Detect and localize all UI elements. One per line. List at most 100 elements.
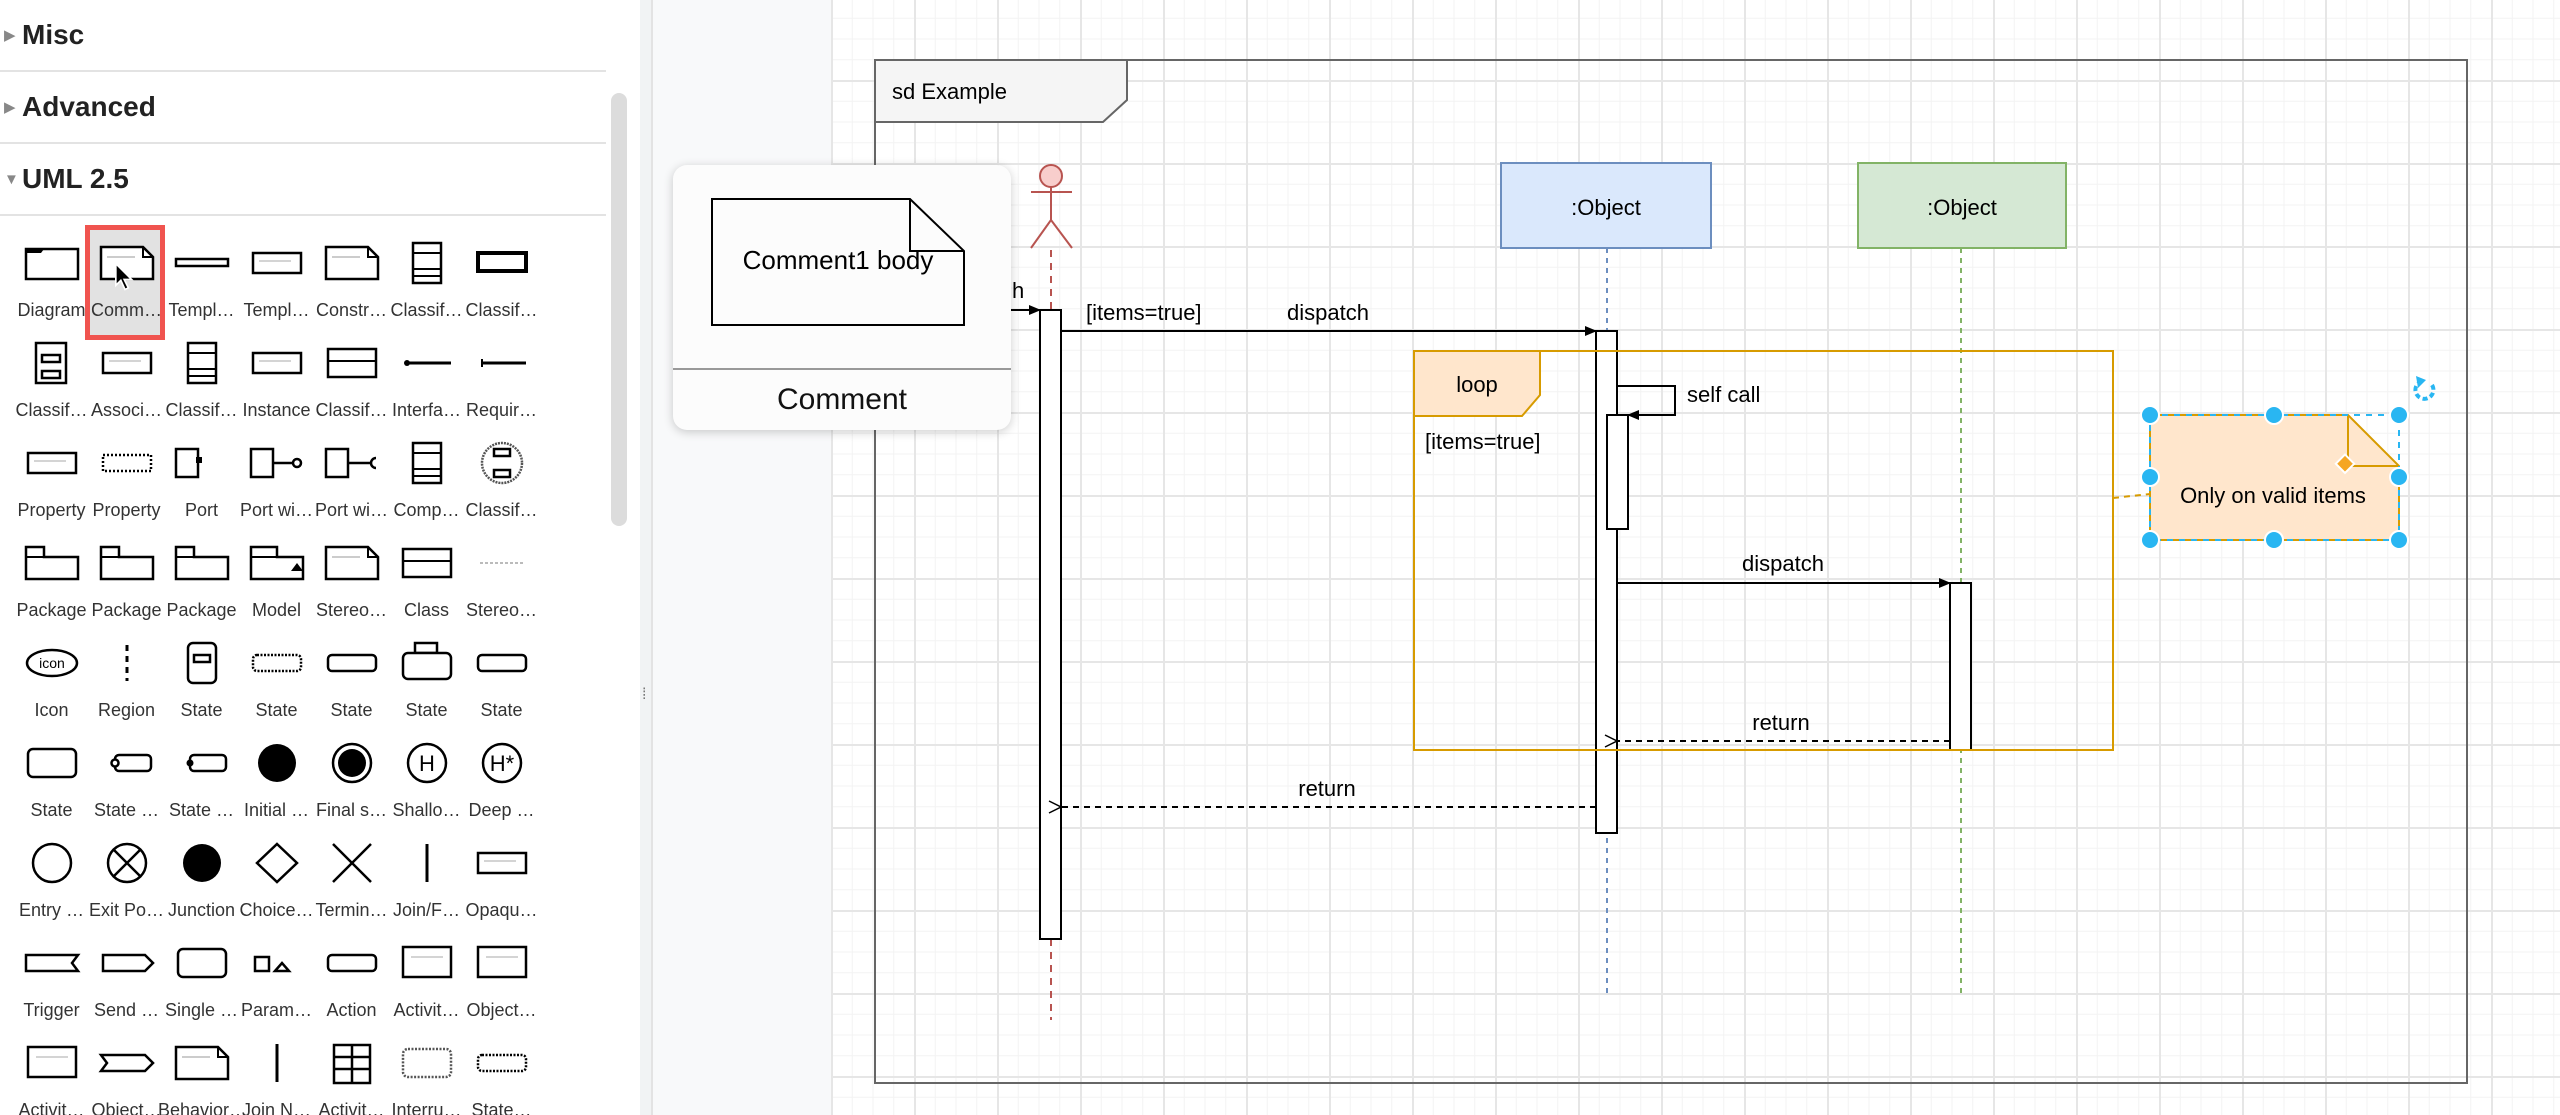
shape-tile[interactable]: Stereo… (464, 530, 539, 630)
shape-tile[interactable]: Classif… (464, 230, 539, 330)
resize-handles[interactable] (2140, 405, 2409, 550)
shape-tile[interactable]: Class (389, 530, 464, 630)
shape-tile[interactable]: Trigger (14, 930, 89, 1030)
shape-tile[interactable]: Package (89, 530, 164, 630)
shape-tile[interactable]: State (314, 630, 389, 730)
shape-tile[interactable]: Associ… (89, 330, 164, 430)
incoming-message[interactable]: h (1008, 278, 1041, 315)
shape-tile[interactable]: Instance (239, 330, 314, 430)
chevron-down-icon: ▼ (4, 170, 19, 188)
shape-tile[interactable]: Diagram (14, 230, 89, 330)
rectbig-shape-icon (26, 1045, 78, 1079)
shape-tile[interactable]: State… (464, 1030, 539, 1115)
shape-tile[interactable]: Port wi… (239, 430, 314, 530)
shape-tile[interactable]: Region (89, 630, 164, 730)
thinbar-shape-icon (174, 257, 230, 268)
lifeline-object2[interactable]: :Object (1857, 162, 2067, 995)
section-advanced[interactable]: ▶Advanced (0, 72, 606, 144)
shape-tile[interactable]: Interfa… (389, 330, 464, 430)
shape-tile[interactable]: Junction (164, 830, 239, 930)
shape-label: Instance (242, 400, 311, 420)
shape-tile[interactable]: Choice… (239, 830, 314, 930)
shape-tile[interactable]: Classif… (314, 330, 389, 430)
sd-frame[interactable]: sd Example (874, 59, 2468, 1084)
section-misc[interactable]: ▶Misc (0, 0, 606, 72)
shape-tile[interactable]: Join N… (239, 1030, 314, 1115)
shape-tile[interactable]: State (464, 630, 539, 730)
shape-tile[interactable]: Port (164, 430, 239, 530)
shape-tile[interactable]: Constr… (314, 230, 389, 330)
sidebar-scrollbar[interactable] (611, 93, 627, 526)
loop-label: loop (1456, 372, 1498, 397)
shape-tile[interactable]: Interru… (389, 1030, 464, 1115)
shape-tile[interactable]: Property (14, 430, 89, 530)
shape-tile[interactable]: Templ… (164, 230, 239, 330)
shape-tile[interactable]: Termin… (314, 830, 389, 930)
shape-tile[interactable]: State (14, 730, 89, 830)
comment-preview-icon (711, 198, 965, 326)
shape-tile[interactable]: Package (164, 530, 239, 630)
shape-tile[interactable]: State … (89, 730, 164, 830)
shape-tile[interactable]: Classif… (14, 330, 89, 430)
shape-tile[interactable]: Classif… (389, 230, 464, 330)
message-dispatch-2[interactable]: dispatch (1617, 551, 1951, 588)
shape-tile[interactable]: Activit… (314, 1030, 389, 1115)
sidebar-resize-handle[interactable]: ⁞ (640, 0, 653, 1115)
message-self-call[interactable]: self call (1617, 382, 1760, 420)
shape-tile[interactable]: Action (314, 930, 389, 1030)
filled-shape-icon (258, 744, 296, 782)
shape-tile[interactable]: Comm… (89, 230, 164, 330)
shape-tile[interactable]: H*Deep … (464, 730, 539, 830)
shape-tile[interactable]: Comp… (389, 430, 464, 530)
shape-tile[interactable]: Send … (89, 930, 164, 1030)
shape-label: Deep … (468, 800, 535, 820)
shape-tile[interactable]: Entry … (14, 830, 89, 930)
shape-tile[interactable]: Templ… (239, 230, 314, 330)
shape-tile[interactable]: State (164, 630, 239, 730)
shape-tile[interactable]: Join/F… (389, 830, 464, 930)
shape-tile[interactable]: Object… (464, 930, 539, 1030)
section-uml[interactable]: ▼UML 2.5 (0, 144, 606, 216)
shape-tile[interactable]: Classif… (164, 330, 239, 430)
shape-tile[interactable]: Opaqu… (464, 830, 539, 930)
shape-tile[interactable]: State (389, 630, 464, 730)
shape-tile[interactable]: Activit… (14, 1030, 89, 1115)
shape-tile[interactable]: Object… (89, 1030, 164, 1115)
shape-label: Package (16, 600, 87, 620)
shape-tile[interactable]: Property (89, 430, 164, 530)
shape-tile[interactable]: Initial … (239, 730, 314, 830)
shape-tile[interactable]: Activit… (389, 930, 464, 1030)
shape-tile[interactable]: Stereo… (314, 530, 389, 630)
message-return-1[interactable]: return (1617, 710, 1950, 741)
shape-tile[interactable]: Classif… (464, 430, 539, 530)
note-connector[interactable] (2112, 493, 2151, 499)
loop-fragment[interactable]: loop [items=true] (1413, 350, 2114, 751)
rotate-handle-icon[interactable] (2413, 376, 2436, 401)
shape-tile[interactable]: Port wi… (314, 430, 389, 530)
message-dispatch-1[interactable]: [items=true] dispatch (1061, 300, 1597, 336)
shape-tile[interactable]: Exit Po… (89, 830, 164, 930)
tall-shape-icon (411, 241, 443, 285)
rect-shape-icon (251, 251, 303, 275)
shape-tile[interactable]: Single … (164, 930, 239, 1030)
shape-tile[interactable]: Package (14, 530, 89, 630)
shape-tile[interactable]: Final s… (314, 730, 389, 830)
shape-tile[interactable]: Param… (239, 930, 314, 1030)
shape-label: State … (93, 800, 160, 820)
shape-label: State (255, 700, 298, 720)
shape-tile[interactable]: Requir… (464, 330, 539, 430)
lifeline-object1[interactable]: :Object (1500, 162, 1712, 995)
diamond-shape-icon (255, 842, 299, 884)
shape-tile[interactable]: State (239, 630, 314, 730)
shape-tile[interactable]: State … (164, 730, 239, 830)
shape-tile[interactable]: Behavior… (158, 1030, 245, 1115)
actor-lifeline[interactable] (1030, 164, 1073, 1020)
fold-handle[interactable] (2334, 453, 2356, 475)
note-selected[interactable]: Only on valid items (2140, 376, 2436, 550)
shape-label: State (30, 800, 73, 820)
shape-label: Constr… (315, 300, 387, 320)
shape-tile[interactable]: Model (239, 530, 314, 630)
message-return-2[interactable]: return (1061, 776, 1596, 807)
